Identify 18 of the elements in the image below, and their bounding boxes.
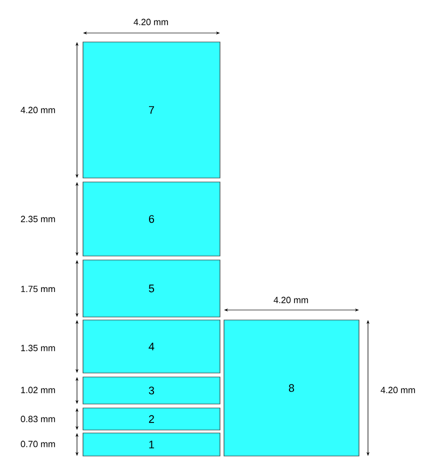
numbered-block: 4 xyxy=(82,320,220,374)
numbered-block: 2 xyxy=(82,408,220,430)
dimension-label: 4.20 mm xyxy=(134,18,168,26)
dimension-label: 0.83 mm xyxy=(20,416,55,422)
dimension-label: 2.35 mm xyxy=(20,216,55,222)
dimension-label: 1.02 mm xyxy=(21,386,55,394)
numbered-block: 3 xyxy=(82,376,220,404)
dimension-label: 1.75 mm xyxy=(21,286,55,292)
numbered-block: 8 xyxy=(224,320,360,456)
numbered-block: 5 xyxy=(82,260,220,318)
numbered-block: 6 xyxy=(82,182,220,256)
dimension-label: 4.20 mm xyxy=(274,296,308,304)
dimension-label: 4.20 mm xyxy=(380,386,415,394)
numbered-block: 1 xyxy=(82,432,220,456)
dimension-label: 4.20 mm xyxy=(20,106,55,114)
dimension-label: 1.35 mm xyxy=(21,344,55,352)
numbered-block: 7 xyxy=(82,42,220,178)
dimension-label: 0.70 mm xyxy=(20,440,55,448)
